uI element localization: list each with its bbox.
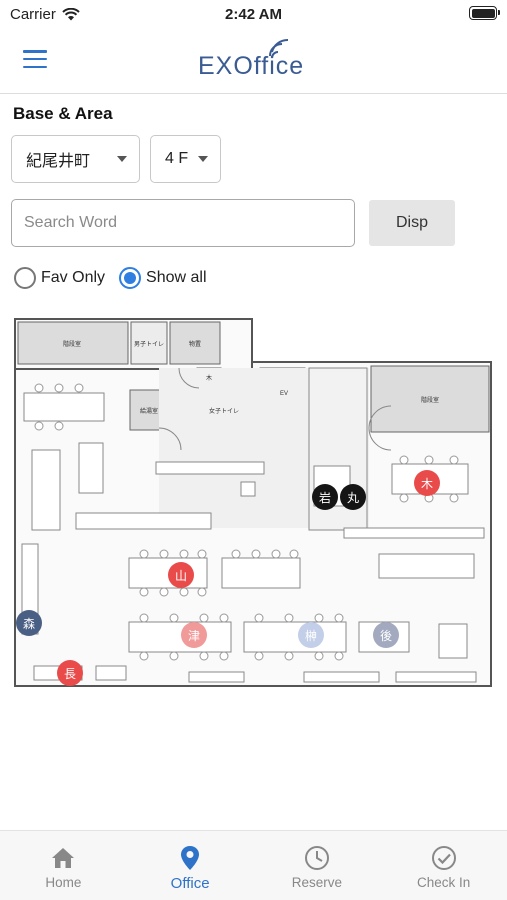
chairs <box>34 383 459 661</box>
floor-plan: 階段室 男子トイレ 物置 給湯室 木 女子トイレ EV 階段室 <box>14 318 492 687</box>
wifi-icon <box>62 8 80 21</box>
tab-bar: Home Office Reserve Check In <box>0 830 507 900</box>
location-pin-icon <box>181 846 200 870</box>
check-circle-icon <box>431 846 456 870</box>
floor-select-value: 4 F <box>165 150 189 167</box>
status-time: 2:42 AM <box>225 6 282 23</box>
app-logo: EXOffice <box>198 52 305 80</box>
room-label: 男子トイレ <box>134 341 164 348</box>
desk-cluster <box>21 392 265 635</box>
tab-label: Check In <box>416 875 471 890</box>
tab-office[interactable]: Office <box>127 831 254 900</box>
menu-line <box>23 65 47 68</box>
app-header: EXOffice <box>0 28 507 94</box>
wireless-wave-icon <box>269 38 289 59</box>
tab-home[interactable]: Home <box>0 831 127 900</box>
filter-radio-group: Fav Only Show all <box>14 267 207 289</box>
room-label: 階段室 <box>63 340 81 348</box>
room-block <box>130 321 168 365</box>
room-label: 女子トイレ <box>209 407 239 415</box>
menu-line <box>23 50 47 53</box>
status-left: Carrier <box>10 6 80 23</box>
room-label: 給湯室 <box>140 407 158 415</box>
room-label: EV <box>280 391 288 397</box>
radio-checked-icon <box>119 267 142 289</box>
home-icon <box>52 848 75 868</box>
seat-pin[interactable]: 津 <box>181 622 207 648</box>
search-input[interactable] <box>11 199 355 247</box>
tab-label: Office <box>170 875 210 892</box>
show-all-radio[interactable]: Show all <box>119 267 207 289</box>
clock-icon <box>304 846 329 870</box>
radio-unchecked-icon <box>14 267 36 289</box>
floor-map[interactable]: 階段室 男子トイレ 物置 給湯室 木 女子トイレ EV 階段室 <box>14 318 493 688</box>
fav-only-label: Fav Only <box>41 269 106 286</box>
tab-label: Home <box>45 875 82 890</box>
base-select-value: 紀尾井町 <box>26 153 91 170</box>
seat-pin[interactable]: 丸 <box>340 484 366 510</box>
seat-pin[interactable]: 岩 <box>312 484 338 510</box>
seat-pin[interactable]: 榊 <box>298 622 324 648</box>
disp-button[interactable]: Disp <box>369 200 455 246</box>
room-label: 木 <box>206 374 212 382</box>
battery-icon <box>469 6 500 20</box>
fav-only-radio[interactable]: Fav Only <box>14 267 105 289</box>
chevron-down-icon <box>198 156 208 162</box>
chevron-down-icon <box>117 156 127 162</box>
seat-pin[interactable]: 木 <box>414 470 440 496</box>
room-label: 階段室 <box>421 396 439 404</box>
tab-reserve[interactable]: Reserve <box>254 831 381 900</box>
seat-pin[interactable]: 長 <box>57 660 83 686</box>
seat-pin[interactable]: 後 <box>373 622 399 648</box>
seat-pin[interactable]: 森 <box>16 610 42 636</box>
room-block <box>370 365 490 433</box>
carrier-label: Carrier <box>10 6 56 23</box>
room-block <box>17 321 129 365</box>
room-label: 物置 <box>189 340 201 348</box>
section-title: Base & Area <box>13 104 113 123</box>
doors <box>158 367 392 451</box>
show-all-label: Show all <box>146 269 207 286</box>
room-block <box>169 321 221 365</box>
tab-label: Reserve <box>291 875 343 890</box>
tab-check-in[interactable]: Check In <box>380 831 507 900</box>
seat-pin[interactable]: 山 <box>168 562 194 588</box>
menu-button[interactable] <box>23 50 47 68</box>
floor-select[interactable]: 4 F <box>150 135 221 183</box>
status-bar: Carrier 2:42 AM <box>0 0 507 28</box>
base-select[interactable]: 紀尾井町 <box>11 135 140 183</box>
menu-line <box>23 57 47 61</box>
